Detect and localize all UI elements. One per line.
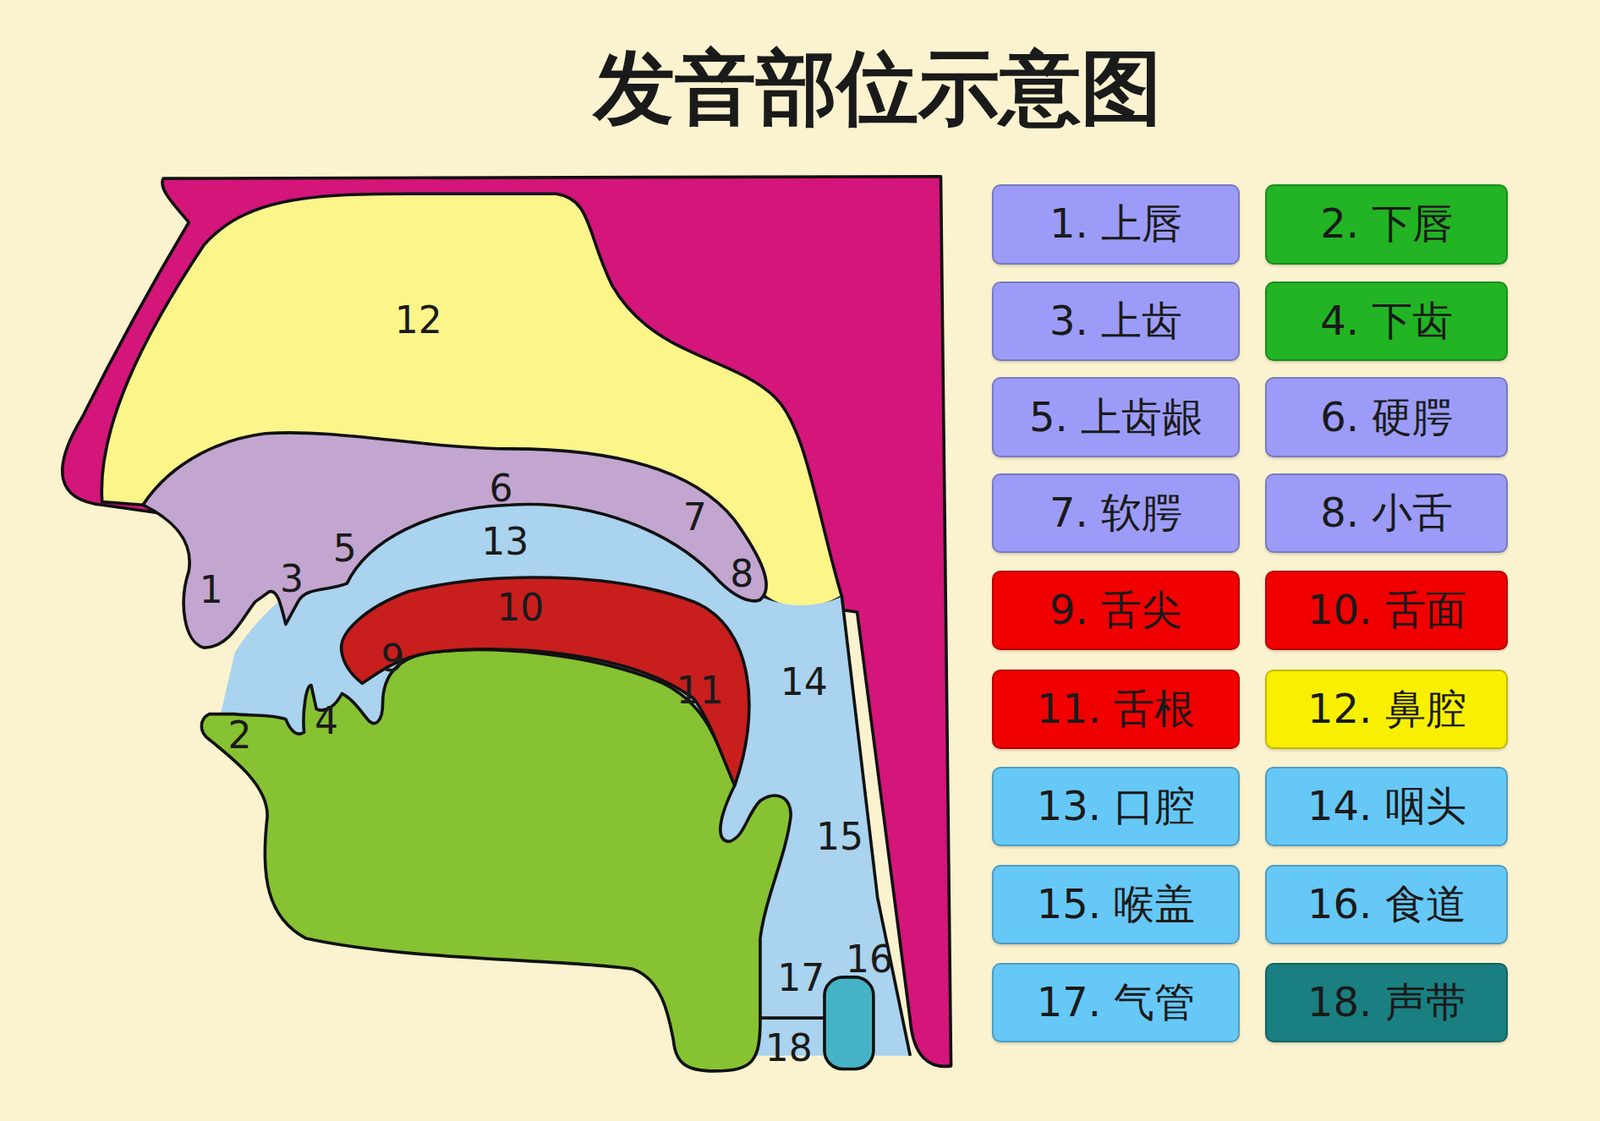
key-text: 15. 喉盖 (1036, 877, 1196, 932)
callout-number: 11 (676, 668, 724, 712)
callout-number: 17 (777, 955, 825, 999)
key-box: 2. 下唇 (1265, 184, 1508, 264)
key-text: 4. 下齿 (1320, 294, 1453, 349)
key-box: 4. 下齿 (1265, 281, 1508, 362)
callout-number: 18 (765, 1026, 813, 1070)
key-box: 1. 上唇 (991, 184, 1240, 264)
key-text: 16. 食道 (1307, 877, 1467, 932)
key-box: 10. 舌面 (1265, 570, 1508, 651)
key-text: 1. 上唇 (1049, 197, 1183, 252)
callout-number: 16 (845, 937, 894, 981)
key-text: 9. 舌尖 (1049, 583, 1183, 638)
callout-number: 13 (481, 519, 529, 563)
tongue-top (341, 577, 750, 786)
key-text: 7. 软腭 (1049, 486, 1183, 541)
key-box: 8. 小舌 (1265, 473, 1508, 554)
callout-number: 14 (780, 660, 828, 704)
callout-number: 7 (683, 494, 707, 538)
key-box: 16. 食道 (1265, 865, 1508, 945)
key-box: 13. 口腔 (991, 767, 1240, 847)
key-text: 13. 口腔 (1036, 779, 1196, 834)
callout-number: 3 (279, 557, 304, 601)
key-text: 14. 咽头 (1307, 779, 1467, 834)
callout-number: 1 (199, 568, 224, 612)
key-box: 15. 喉盖 (991, 865, 1240, 945)
key-box: 6. 硬腭 (1265, 377, 1508, 457)
key-text: 12. 鼻腔 (1307, 682, 1467, 737)
key-box: 5. 上齿龈 (991, 377, 1240, 457)
callout-number: 8 (729, 552, 754, 596)
key-text: 3. 上齿 (1049, 294, 1183, 349)
key-text: 10. 舌面 (1307, 583, 1467, 638)
key-box: 17. 气管 (991, 963, 1240, 1043)
key-box: 9. 舌尖 (991, 570, 1240, 651)
callout-number: 12 (394, 297, 443, 341)
key-box: 3. 上齿 (991, 281, 1240, 362)
key-text: 11. 舌根 (1036, 682, 1196, 737)
callout-number: 6 (488, 465, 513, 510)
callout-number: 10 (496, 585, 544, 629)
key-box: 18. 声带 (1265, 963, 1508, 1043)
key-box: 14. 咽头 (1265, 767, 1508, 847)
vocal-cords (824, 977, 874, 1070)
key-text: 5. 上齿龈 (1029, 390, 1203, 445)
diagram-title: 发音部位示意图 (593, 34, 1162, 145)
key-text: 2. 下唇 (1320, 197, 1453, 252)
callout-number: 5 (333, 526, 357, 570)
callout-number: 15 (816, 815, 864, 859)
key-box: 12. 鼻腔 (1265, 669, 1508, 750)
key-text: 6. 硬腭 (1320, 390, 1453, 445)
key-text: 8. 小舌 (1320, 486, 1453, 541)
callout-number: 4 (314, 698, 339, 742)
callout-number: 9 (381, 636, 406, 680)
key-text: 18. 声带 (1307, 975, 1467, 1031)
key-box: 7. 软腭 (991, 473, 1240, 554)
key-text: 17. 气管 (1036, 975, 1196, 1031)
key-box: 11. 舌根 (991, 669, 1240, 750)
callout-number: 2 (228, 712, 253, 757)
